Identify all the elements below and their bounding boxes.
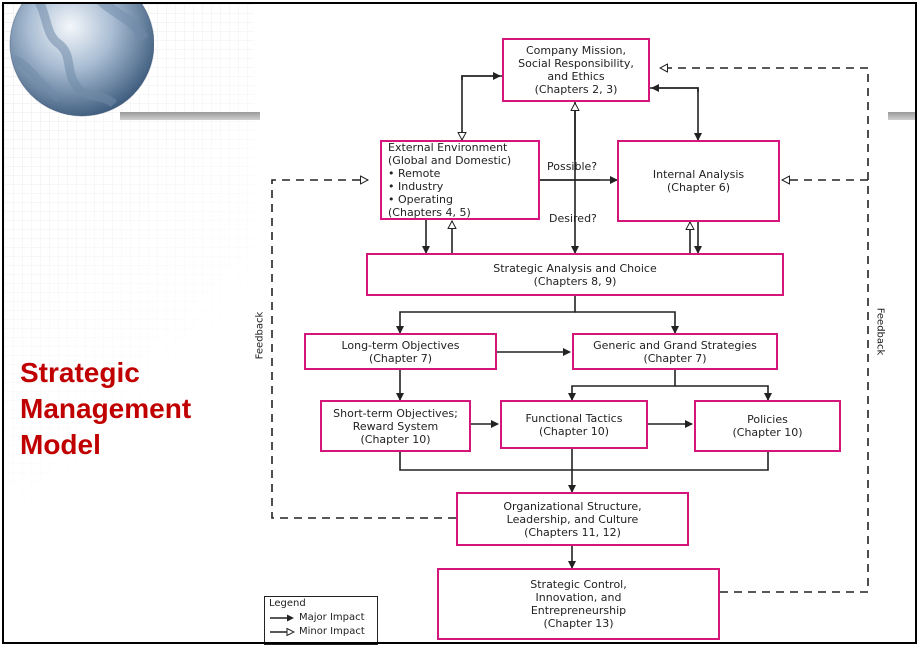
edge-external-mission xyxy=(461,72,501,80)
title-line-3: Model xyxy=(20,429,101,460)
box-long-term-objectives: Long-term Objectives (Chapter 7) xyxy=(304,333,497,370)
box-short-term-objectives: Short-term Objectives; Reward System (Ch… xyxy=(320,400,471,452)
title-line-2: Management xyxy=(20,393,192,424)
edge-generic-policies xyxy=(675,385,772,401)
edge-analysis-long xyxy=(396,296,576,334)
box-policies: Policies (Chapter 10) xyxy=(694,400,841,452)
box-strategic-control-text: Strategic Control, Innovation, and Entre… xyxy=(530,578,627,630)
slide-title: Strategic Management Model xyxy=(20,355,260,463)
edge-internal-mission xyxy=(651,84,699,92)
title-line-1: Strategic xyxy=(20,357,140,388)
legend-minor-label: Minor Impact xyxy=(299,626,365,637)
box-functional-tactics: Functional Tactics (Chapter 10) xyxy=(500,400,648,449)
box-strategic-analysis: Strategic Analysis and Choice (Chapters … xyxy=(366,253,784,296)
box-company-mission: Company Mission, Social Responsibility, … xyxy=(502,38,650,102)
edge-analysis-generic xyxy=(575,311,679,334)
edge-merge-line xyxy=(399,452,769,471)
header-bar-left xyxy=(120,112,260,120)
box-generic-grand-strategies: Generic and Grand Strategies (Chapter 7) xyxy=(572,333,778,370)
box-external-environment-text: External Environment (Global and Domesti… xyxy=(388,141,512,219)
box-organizational-structure: Organizational Structure, Leadership, an… xyxy=(456,492,689,546)
legend: Legend Major Impact Minor Impact xyxy=(264,596,378,645)
box-generic-grand-strategies-text: Generic and Grand Strategies (Chapter 7) xyxy=(593,338,757,365)
feedback-right-path xyxy=(660,68,869,593)
arrow-filled-icon xyxy=(270,614,294,621)
legend-major-label: Major Impact xyxy=(299,612,365,623)
box-internal-analysis-text: Internal Analysis (Chapter 6) xyxy=(652,168,745,194)
box-functional-tactics-text: Functional Tactics (Chapter 10) xyxy=(525,411,623,438)
feedback-left-path xyxy=(271,180,456,519)
box-internal-analysis: Internal Analysis (Chapter 6) xyxy=(617,140,780,222)
legend-row-minor: Minor Impact xyxy=(269,626,365,637)
box-external-environment: External Environment (Global and Domesti… xyxy=(380,140,540,220)
box-short-term-objectives-text: Short-term Objectives; Reward System (Ch… xyxy=(333,406,458,446)
box-company-mission-text: Company Mission, Social Responsibility, … xyxy=(518,44,634,96)
label-desired: Desired? xyxy=(549,212,597,225)
edge-generic-functional xyxy=(568,370,676,401)
box-organizational-structure-text: Organizational Structure, Leadership, an… xyxy=(503,499,642,539)
globe-icon xyxy=(9,4,154,117)
label-possible: Possible? xyxy=(547,160,598,173)
box-strategic-analysis-text: Strategic Analysis and Choice (Chapters … xyxy=(493,261,657,288)
box-policies-text: Policies (Chapter 10) xyxy=(732,413,803,439)
box-strategic-control: Strategic Control, Innovation, and Entre… xyxy=(437,568,720,640)
box-long-term-objectives-text: Long-term Objectives (Chapter 7) xyxy=(341,338,460,365)
legend-row-major: Major Impact xyxy=(269,612,365,623)
header-bar-right xyxy=(888,112,917,120)
legend-title: Legend xyxy=(269,598,306,609)
arrow-open-icon xyxy=(270,627,295,636)
